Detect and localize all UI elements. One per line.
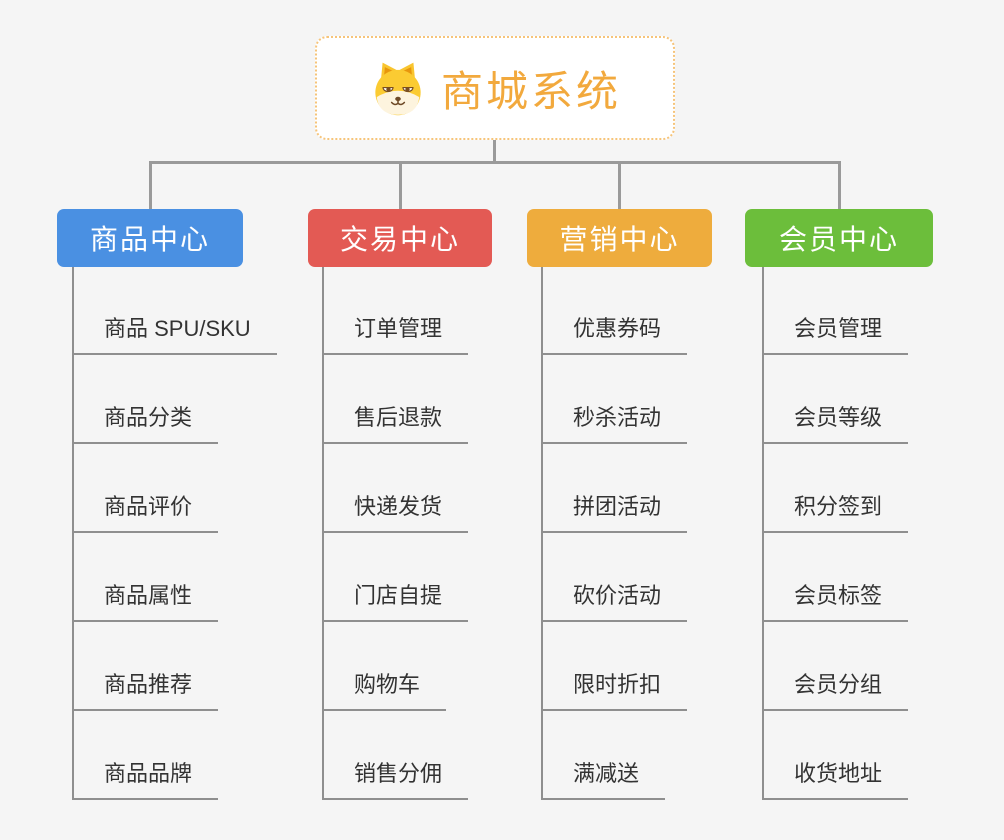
root-node[interactable]: 商城系统 xyxy=(315,36,675,140)
leaf-item[interactable]: 快递发货 xyxy=(322,492,469,533)
leaf-item[interactable]: 满减送 xyxy=(541,759,666,800)
leaf-item[interactable]: 拼团活动 xyxy=(541,492,688,533)
column-connector-line xyxy=(322,267,324,800)
leaf-item[interactable]: 商品品牌 xyxy=(72,759,219,800)
branch-connector-drop xyxy=(837,161,841,209)
leaf-item[interactable]: 商品推荐 xyxy=(72,670,219,711)
leaf-item[interactable]: 优惠券码 xyxy=(541,314,688,355)
branch-connector-drop xyxy=(148,161,152,209)
leaf-item[interactable]: 砍价活动 xyxy=(541,581,688,622)
leaf-item[interactable]: 会员管理 xyxy=(762,314,909,355)
root-connector-vertical xyxy=(493,140,496,164)
branch-node[interactable]: 商品中心 xyxy=(57,209,243,267)
trunk-connector-horizontal xyxy=(149,161,840,164)
leaf-item[interactable]: 商品 SPU/SKU xyxy=(72,314,277,355)
leaf-item[interactable]: 商品评价 xyxy=(72,492,219,533)
leaf-item[interactable]: 会员分组 xyxy=(762,670,909,711)
leaf-item[interactable]: 限时折扣 xyxy=(541,670,688,711)
leaf-item[interactable]: 售后退款 xyxy=(322,403,469,444)
branch-node[interactable]: 交易中心 xyxy=(308,209,492,267)
leaf-item[interactable]: 秒杀活动 xyxy=(541,403,688,444)
leaf-item[interactable]: 订单管理 xyxy=(322,314,469,355)
branch-connector-drop xyxy=(398,161,402,209)
leaf-item[interactable]: 会员标签 xyxy=(762,581,909,622)
leaf-item[interactable]: 销售分佣 xyxy=(322,759,469,800)
dog-face-icon xyxy=(369,59,427,117)
leaf-item[interactable]: 门店自提 xyxy=(322,581,469,622)
column-connector-line xyxy=(72,267,74,800)
leaf-item[interactable]: 商品属性 xyxy=(72,581,219,622)
leaf-item[interactable]: 收货地址 xyxy=(762,759,909,800)
root-title: 商城系统 xyxy=(440,67,621,115)
leaf-item[interactable]: 商品分类 xyxy=(72,403,219,444)
leaf-item[interactable]: 积分签到 xyxy=(762,492,909,533)
leaf-item[interactable]: 购物车 xyxy=(322,670,447,711)
branch-connector-drop xyxy=(618,161,621,209)
column-connector-line xyxy=(762,267,764,800)
branch-node[interactable]: 营销中心 xyxy=(527,209,712,267)
branch-node[interactable]: 会员中心 xyxy=(745,209,933,267)
column-connector-line xyxy=(541,267,543,800)
leaf-item[interactable]: 会员等级 xyxy=(762,403,909,444)
